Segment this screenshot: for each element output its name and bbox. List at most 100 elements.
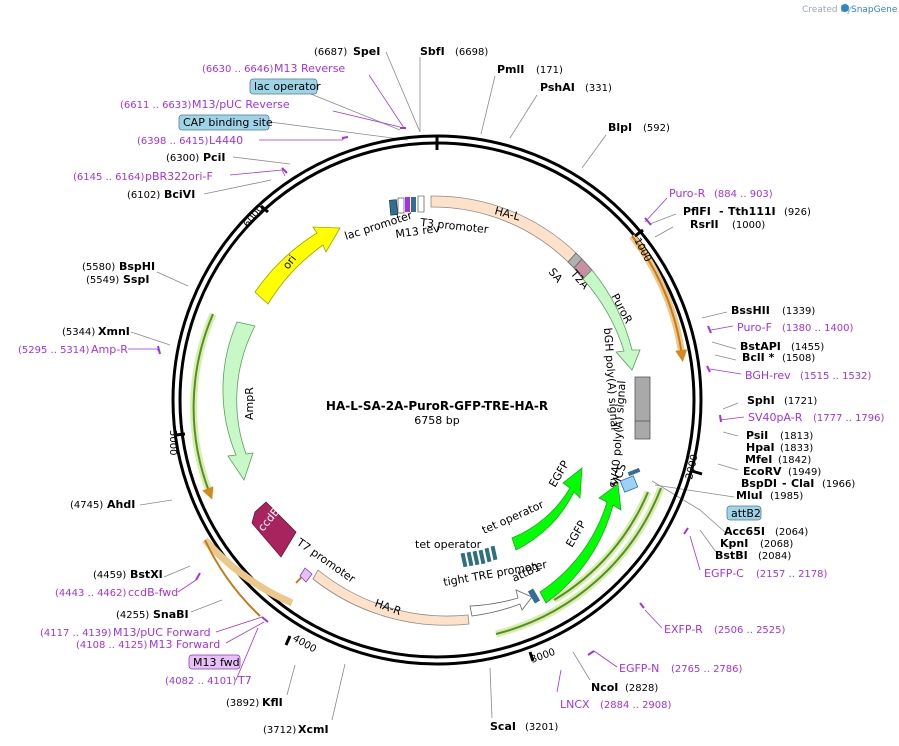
site-clai[interactable]: ClaI xyxy=(791,477,814,490)
site-pcii-pos: (6300) xyxy=(166,153,199,164)
cap-binding-site-box-label: CAP binding site xyxy=(183,116,273,129)
site-kpni-pos: (2068) xyxy=(760,539,793,550)
backbone-outer xyxy=(171,134,703,666)
site-pflfi[interactable]: PflFI xyxy=(683,205,711,218)
site-bstapi[interactable]: BstAPI xyxy=(740,340,781,353)
primer-sv40pa-r[interactable]: SV40pA-R xyxy=(748,411,803,424)
t3-promoter-feature xyxy=(417,195,425,213)
site-sspi[interactable]: SspI xyxy=(123,273,149,286)
primer-l4440[interactable]: L4440 xyxy=(209,134,243,147)
primer-bgh-rev-range: (1515 .. 1532) xyxy=(800,371,872,382)
primer-egfp-c[interactable]: EGFP-C xyxy=(704,567,744,580)
tick-5000: 5000 xyxy=(167,430,178,455)
primer-bgh-rev[interactable]: BGH-rev xyxy=(745,369,791,382)
site-sphi-pos: (1721) xyxy=(784,396,817,407)
primer-lncx[interactable]: LNCX xyxy=(560,698,590,711)
site-spei-pos: (6687) xyxy=(314,47,347,58)
mcs-feature xyxy=(619,475,639,493)
mcs-small xyxy=(627,467,641,477)
site-mfei-pos: (1842) xyxy=(778,455,811,466)
m13-fwd-box xyxy=(188,654,241,670)
site-ahdi-pos: (4745) xyxy=(70,500,103,511)
site-tth111i[interactable]: Tth111I xyxy=(728,205,776,218)
site-pflfi-pos: (926) xyxy=(784,207,811,218)
site-pshai[interactable]: PshAI xyxy=(540,81,575,94)
site-ecorv[interactable]: EcoRV xyxy=(743,465,782,478)
site-xmni[interactable]: XmnI xyxy=(98,325,130,338)
site-bspdi[interactable]: BspDI xyxy=(741,477,777,490)
primer-pbr322ori-f[interactable]: pBR322ori-F xyxy=(145,170,213,183)
site-sbfi[interactable]: SbfI xyxy=(420,45,445,58)
site-bcivi[interactable]: BciVI xyxy=(164,188,195,201)
site-kpni[interactable]: KpnI xyxy=(720,537,748,550)
site-ahdi[interactable]: AhdI xyxy=(107,498,135,511)
site-bsshii-pos: (1339) xyxy=(782,306,815,317)
site-kfli-pos: (3892) xyxy=(226,698,259,709)
site-snabi-pos: (4255) xyxy=(116,610,149,621)
site-rsrii[interactable]: RsrII xyxy=(690,218,719,231)
site-acc65i[interactable]: Acc65I xyxy=(724,525,765,538)
primer-m13-puc-forward[interactable]: M13/pUC Forward xyxy=(113,626,211,639)
site-bcivi-pos: (6102) xyxy=(127,190,160,201)
site-kfli[interactable]: KflI xyxy=(262,696,283,709)
site-ncoi[interactable]: NcoI xyxy=(591,681,618,694)
egfp-arrow-2 xyxy=(539,483,622,604)
site-scai[interactable]: ScaI xyxy=(490,720,516,733)
site-clai-dash: - xyxy=(782,477,787,490)
m13-fwd-box-label: M13 fwd xyxy=(193,656,240,669)
primer-exfp-r-range: (2506 .. 2525) xyxy=(714,625,786,636)
primer-exfp-r[interactable]: EXFP-R xyxy=(664,623,703,636)
site-mfei[interactable]: MfeI xyxy=(745,453,772,466)
primer-m13-reverse-range: (6630 .. 6646) xyxy=(202,64,274,75)
site-blpi[interactable]: BlpI xyxy=(608,121,632,134)
site-bstxi[interactable]: BstXI xyxy=(130,568,163,581)
primer-m13-puc-reverse-range: (6611 .. 6633) xyxy=(120,100,192,111)
primer-t7[interactable]: T7 xyxy=(237,674,252,687)
primer-pbr322ori-f-range: (6145 .. 6164) xyxy=(73,172,145,183)
site-ncoi-pos: (2828) xyxy=(625,683,658,694)
site-bsshii[interactable]: BssHII xyxy=(731,304,770,317)
site-bstbi[interactable]: BstBI xyxy=(715,549,748,562)
bgh-polya xyxy=(634,376,651,440)
site-xcmi[interactable]: XcmI xyxy=(298,723,329,736)
credit-brand: SnapGene xyxy=(851,5,898,15)
attb1-feature xyxy=(527,588,541,604)
site-hpai[interactable]: HpaI xyxy=(746,441,775,454)
primer-puro-f[interactable]: Puro-F xyxy=(737,321,772,334)
sa-label: SA xyxy=(546,266,566,286)
site-xmni-pos: (5344) xyxy=(62,327,95,338)
primer-amp-r-range: (5295 .. 5314) xyxy=(18,345,90,356)
leader-lines xyxy=(130,51,739,721)
egfp2-label: EGFP xyxy=(563,518,589,549)
plasmid-name: HA-L-SA-2A-PuroR-GFP-TRE-HA-R xyxy=(326,399,548,413)
primer-t7-range: (4082 .. 4101) xyxy=(165,676,237,687)
site-snabi[interactable]: SnaBI xyxy=(153,608,189,621)
site-sphi[interactable]: SphI xyxy=(747,394,775,407)
primer-puro-r[interactable]: Puro-R xyxy=(669,187,706,200)
m13-rev-feature xyxy=(397,197,405,214)
primer-m13-puc-reverse[interactable]: M13/pUC Reverse xyxy=(192,98,290,111)
primer-amp-r[interactable]: Amp-R xyxy=(91,343,128,356)
site-pcii[interactable]: PciI xyxy=(203,151,225,164)
primer-m13-forward[interactable]: M13 Forward xyxy=(149,638,220,651)
site-mlui[interactable]: MluI xyxy=(736,489,763,502)
site-pshai-pos: (331) xyxy=(585,83,612,94)
site-spei[interactable]: SpeI xyxy=(353,45,380,58)
site-bcli-pos: (1508) xyxy=(782,353,815,364)
primer-puro-r-range: (884 .. 903) xyxy=(714,189,773,200)
primer-egfp-n[interactable]: EGFP-N xyxy=(619,662,659,675)
primer-ccdb-fwd[interactable]: ccdB-fwd xyxy=(128,586,178,599)
site-pmli[interactable]: PmlI xyxy=(497,63,524,76)
primer-m13-reverse[interactable]: M13 Reverse xyxy=(274,62,345,75)
egfp-arrow-1 xyxy=(511,467,583,551)
primer-leaders xyxy=(128,74,745,693)
site-bsphi[interactable]: BspHI xyxy=(119,260,155,273)
tet-operator-block xyxy=(460,545,498,568)
site-pmli-pos: (171) xyxy=(536,65,563,76)
attb2-box xyxy=(726,505,762,521)
tight-tre-promoter xyxy=(469,589,533,617)
site-bcli[interactable]: BclI * xyxy=(742,351,775,364)
cap-binding-site-box xyxy=(178,114,270,131)
site-psii[interactable]: PsiI xyxy=(746,429,768,442)
primer-egfp-n-range: (2765 .. 2786) xyxy=(671,664,743,675)
